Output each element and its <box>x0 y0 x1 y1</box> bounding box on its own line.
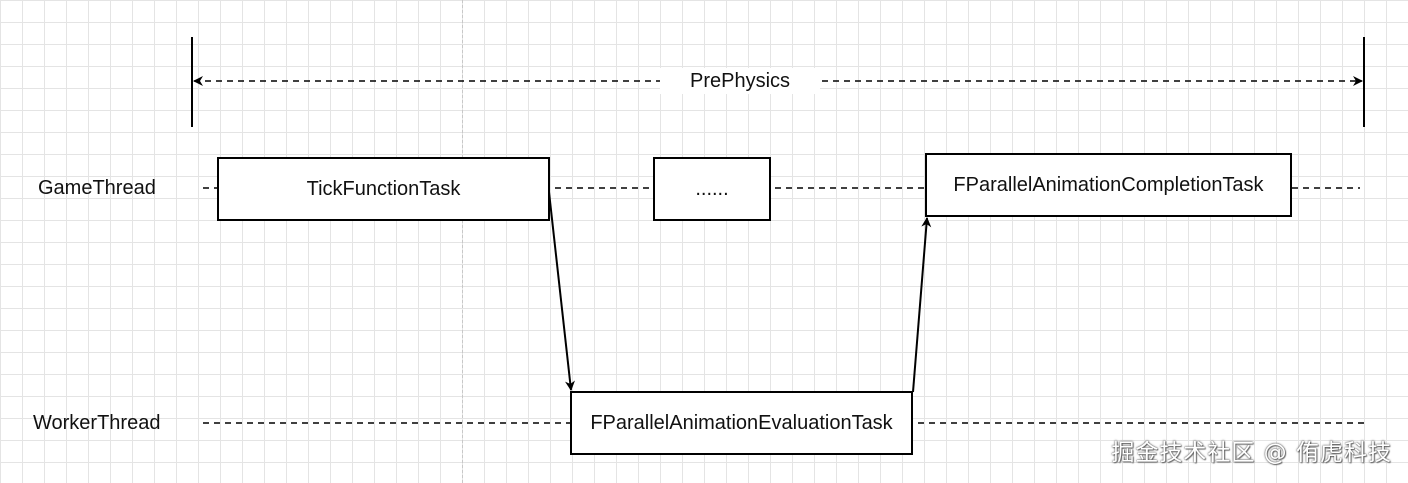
task-box-ellipsis: ...... <box>653 157 771 221</box>
span-label: PrePhysics <box>660 68 820 94</box>
task-box-evaluation: FParallelAnimationEvaluationTask <box>570 391 913 455</box>
task-box-tick-function: TickFunctionTask <box>217 157 550 221</box>
task-box-completion: FParallelAnimationCompletionTask <box>925 153 1292 217</box>
watermark: 掘金技术社区 @ 侑虎科技 <box>1111 440 1392 466</box>
arrow-evaluation-to-completion <box>912 217 932 393</box>
lane-label-game-thread: GameThread <box>38 177 156 199</box>
guide-line <box>462 0 463 483</box>
lane-label-worker-thread: WorkerThread <box>33 412 161 434</box>
arrow-tick-to-evaluation <box>548 191 575 391</box>
